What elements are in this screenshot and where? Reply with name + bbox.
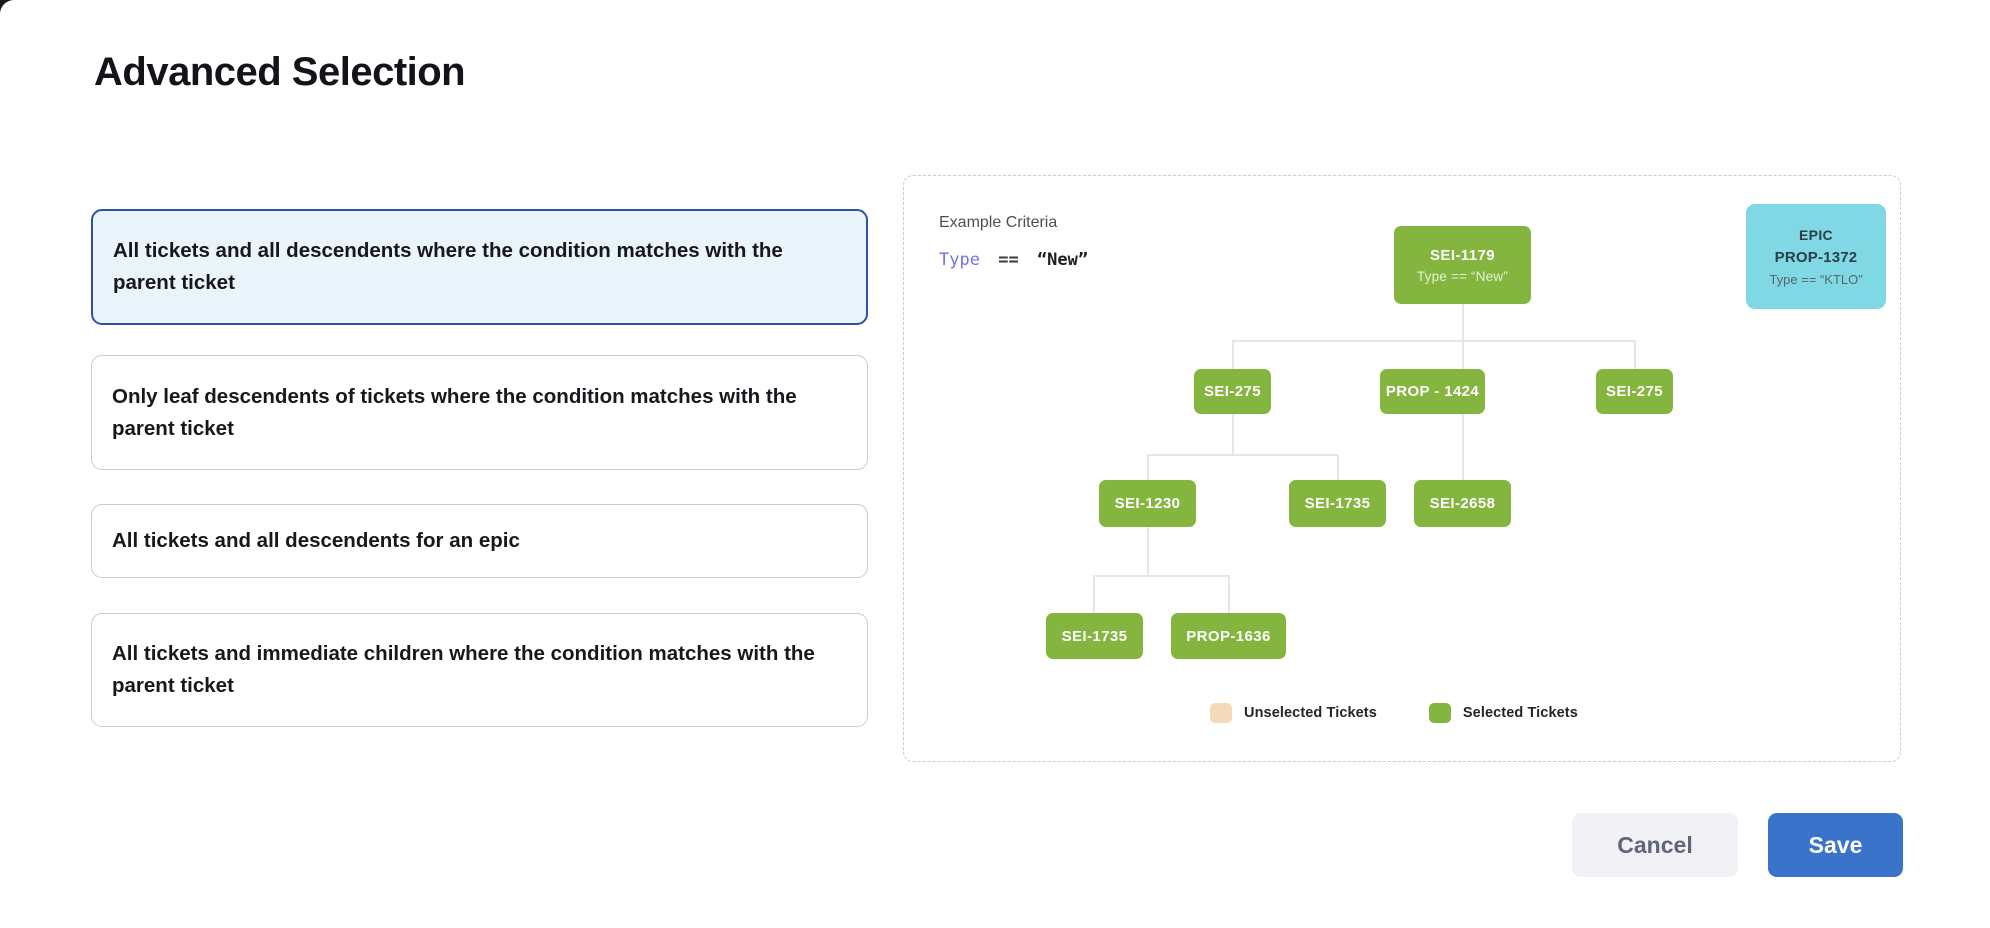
option-all-descendents-condition[interactable]: All tickets and all descendents where th… <box>91 209 868 325</box>
tree-connector <box>1147 454 1338 456</box>
tree-connector <box>1232 340 1234 369</box>
option-label: All tickets and all descendents for an e… <box>112 529 520 552</box>
tree-node: PROP - 1424 <box>1380 369 1485 414</box>
example-criteria-heading: Example Criteria <box>939 214 1058 231</box>
unselected-tickets-label: Unselected Tickets <box>1244 705 1377 721</box>
tree-node: SEI-1230 <box>1099 480 1196 527</box>
tree-connector <box>1462 414 1464 480</box>
tree-connector <box>1147 527 1149 575</box>
tree-legend: Unselected Tickets Selected Tickets <box>1210 703 1578 723</box>
tree-connector <box>1147 454 1149 480</box>
selected-tickets-label: Selected Tickets <box>1462 705 1578 721</box>
tree-node-criteria: Type == “New” <box>1416 268 1509 284</box>
tree-connector <box>1462 304 1464 340</box>
selected-tickets-swatch <box>1428 703 1451 723</box>
epic-kind-label: EPIC <box>1799 226 1833 243</box>
option-label: All tickets and all descendents where th… <box>113 239 783 294</box>
tree-node: PROP-1636 <box>1171 613 1286 659</box>
cancel-button[interactable]: Cancel <box>1572 813 1738 877</box>
example-criteria-panel: Example Criteria Type == “New” EPIC PROP… <box>903 175 1901 762</box>
tree-node: SEI-1735 <box>1289 480 1386 527</box>
save-button[interactable]: Save <box>1768 813 1903 877</box>
tree-node-root: SEI-1179 Type == “New” <box>1394 226 1531 304</box>
criteria-value: “New” <box>1036 250 1089 270</box>
unselected-tickets-swatch <box>1210 703 1232 723</box>
epic-card: EPIC PROP-1372 Type == “KTLO” <box>1746 204 1886 309</box>
tree-connector <box>1232 340 1635 342</box>
tree-connector <box>1228 575 1230 613</box>
tree-connector <box>1093 575 1229 577</box>
tree-connector <box>1634 340 1636 369</box>
tree-node: SEI-275 <box>1596 369 1673 414</box>
tree-node: SEI-1735 <box>1046 613 1143 659</box>
page-title: Advanced Selection <box>94 50 466 94</box>
option-all-descendents-epic[interactable]: All tickets and all descendents for an e… <box>91 504 868 578</box>
tree-connector <box>1462 340 1464 369</box>
tree-node: SEI-2658 <box>1414 480 1511 527</box>
criteria-operator: == <box>998 250 1019 270</box>
tree-connector <box>1232 414 1234 454</box>
selection-options-list: All tickets and all descendents where th… <box>91 209 868 727</box>
option-leaf-descendents-condition[interactable]: Only leaf descendents of tickets where t… <box>91 355 868 470</box>
tree-node: SEI-275 <box>1194 369 1271 414</box>
option-immediate-children-condition[interactable]: All tickets and immediate children where… <box>91 613 868 727</box>
tree-connector <box>1337 454 1339 480</box>
tree-node-label: SEI-1179 <box>1430 246 1495 264</box>
criteria-field: Type <box>939 250 980 270</box>
tree-connector <box>1093 575 1095 613</box>
epic-criteria: Type == “KTLO” <box>1769 271 1863 287</box>
criteria-expression: Type == “New” <box>939 250 1088 270</box>
option-label: Only leaf descendents of tickets where t… <box>112 384 797 440</box>
option-label: All tickets and immediate children where… <box>112 642 815 697</box>
epic-id: PROP-1372 <box>1774 248 1858 266</box>
